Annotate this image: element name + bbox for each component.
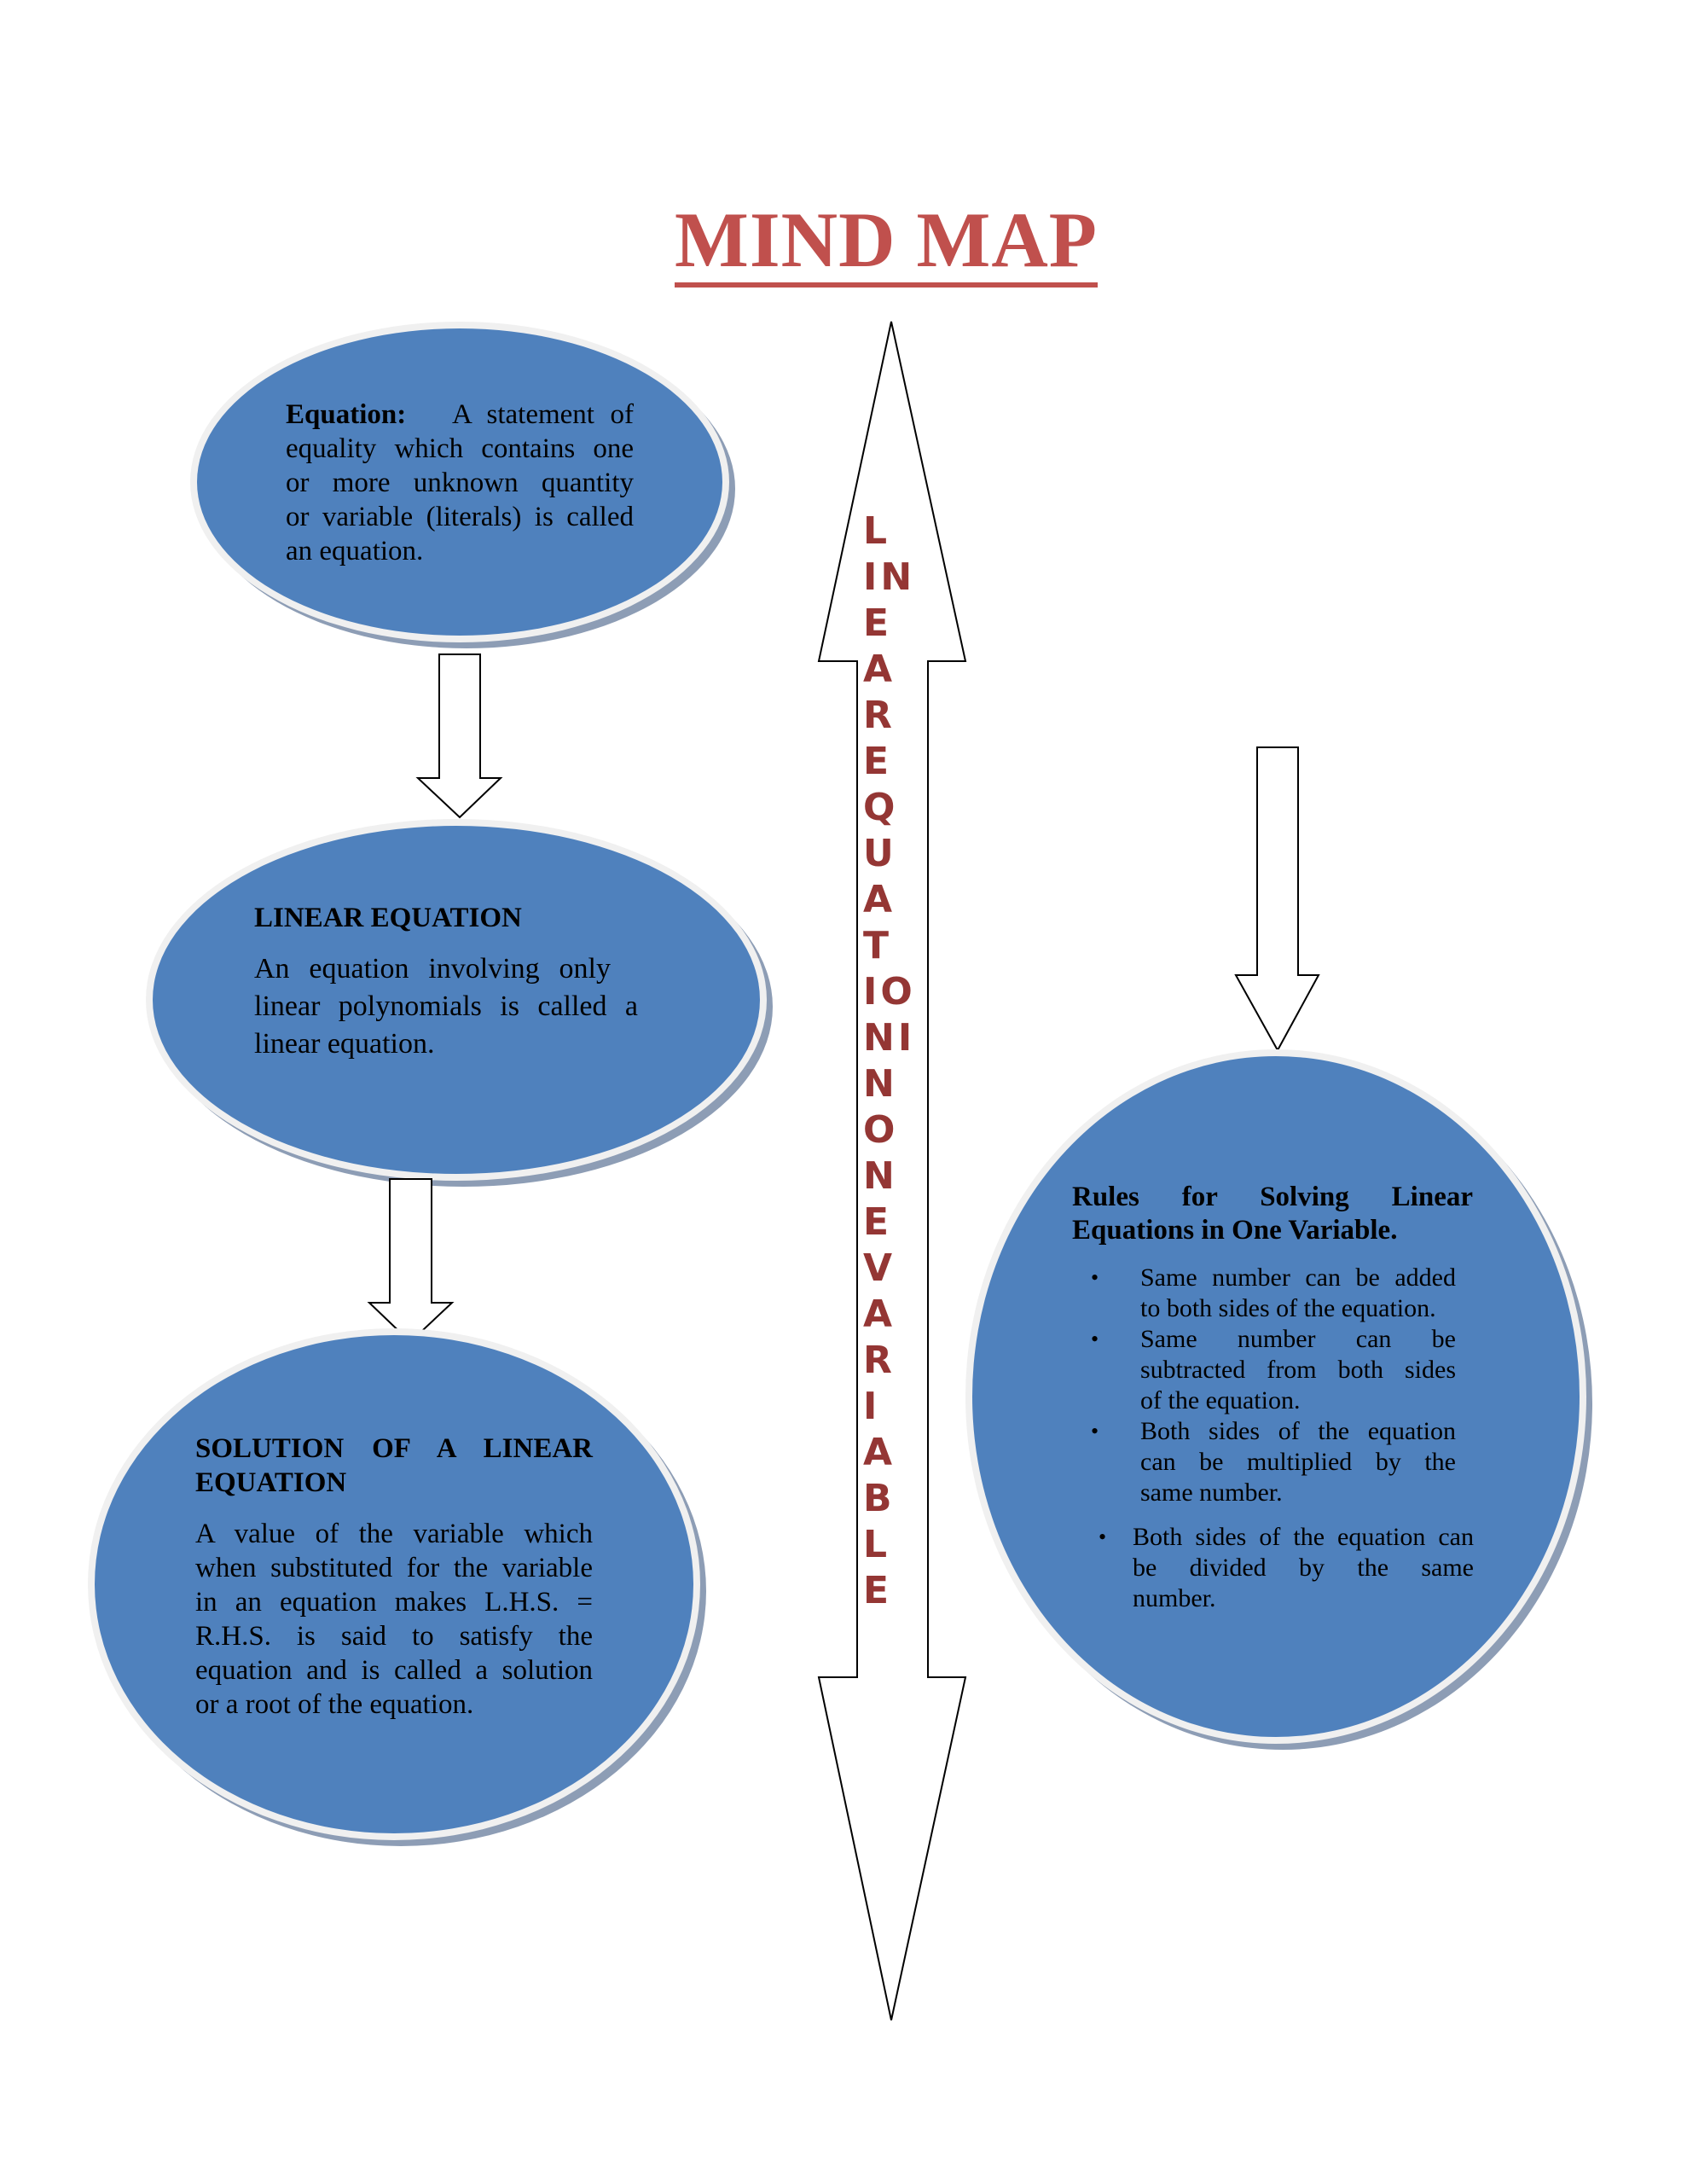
solution-line: when substituted for the variable bbox=[195, 1553, 593, 1583]
equation-line: or more unknown quantity bbox=[286, 468, 634, 498]
bullet-icon: • bbox=[1091, 1265, 1099, 1290]
ellipse-solution bbox=[88, 1328, 706, 1846]
rules-heading: Equations in One Variable. bbox=[1072, 1215, 1398, 1246]
vertical-label-letter: R bbox=[863, 1339, 896, 1382]
rule-line: Both sides of the equation bbox=[1140, 1417, 1456, 1445]
vertical-label-letter: T bbox=[863, 924, 893, 967]
vertical-label-letter: E bbox=[863, 601, 893, 645]
rule-line: same number. bbox=[1140, 1478, 1283, 1507]
linear-equation-line: An equation involving only bbox=[254, 953, 611, 985]
rule-line: Same number can be added bbox=[1140, 1263, 1456, 1292]
arrow-down-1 bbox=[415, 653, 503, 819]
vertical-label-letter: V bbox=[863, 1246, 896, 1290]
vertical-label-letter: E bbox=[863, 1569, 893, 1612]
rule-line: of the equation. bbox=[1140, 1386, 1301, 1414]
ellipse-equation bbox=[190, 322, 735, 648]
equation-line: or variable (literals) is called bbox=[286, 502, 634, 532]
vertical-label-letter: E bbox=[863, 740, 893, 783]
rule-line: Same number can be bbox=[1140, 1325, 1456, 1353]
solution-heading: EQUATION bbox=[195, 1467, 347, 1498]
solution-line: in an equation makes L.H.S. = bbox=[195, 1587, 593, 1618]
rule-line: subtracted from both sides bbox=[1140, 1356, 1456, 1384]
vertical-label-letter: N bbox=[863, 1154, 898, 1198]
vertical-label-letter: A bbox=[863, 1292, 896, 1336]
bullet-icon: • bbox=[1099, 1525, 1107, 1549]
bullet-icon: • bbox=[1091, 1419, 1099, 1443]
bullet-icon: • bbox=[1091, 1327, 1099, 1351]
rule-line: number. bbox=[1133, 1584, 1216, 1612]
vertical-label-letter: O bbox=[863, 1108, 899, 1152]
solution-line: or a root of the equation. bbox=[195, 1689, 474, 1720]
ellipse-rules bbox=[965, 1049, 1592, 1750]
double-arrow bbox=[817, 321, 967, 2021]
vertical-label-letter: A bbox=[863, 878, 896, 921]
vertical-label-letter: IO bbox=[863, 970, 916, 1014]
solution-text: SOLUTION OF A LINEAR EQUATION A value of… bbox=[195, 1432, 593, 1722]
vertical-label-letter: NI bbox=[863, 1016, 916, 1060]
vertical-label-letter: A bbox=[863, 1431, 896, 1474]
page-title: MIND MAP bbox=[0, 195, 1687, 288]
equation-line: an equation. bbox=[286, 536, 424, 566]
rule-line: can be multiplied by the bbox=[1140, 1448, 1456, 1476]
rules-text: Rules for Solving Linear Equations in On… bbox=[1072, 1181, 1474, 1614]
arrow-down-3 bbox=[1234, 746, 1320, 1053]
vertical-label-letter: E bbox=[863, 1200, 893, 1244]
vertical-label-letter: IN bbox=[863, 555, 916, 599]
equation-line: equality which contains one bbox=[286, 433, 634, 464]
vertical-label-letter: R bbox=[863, 694, 896, 737]
linear-equation-text: LINEAR EQUATION An equation involving on… bbox=[254, 899, 638, 1063]
line-text: A statement of bbox=[451, 399, 634, 430]
solution-heading: SOLUTION OF A LINEAR bbox=[195, 1433, 593, 1464]
solution-line: equation and is called a solution bbox=[195, 1655, 593, 1686]
vertical-label-letter: A bbox=[863, 648, 896, 691]
title-text: MIND MAP bbox=[675, 197, 1098, 288]
vertical-label-letter: U bbox=[863, 832, 897, 875]
vertical-label-letter: Q bbox=[863, 786, 899, 829]
vertical-label-letter: B bbox=[863, 1477, 896, 1520]
rules-heading: Rules for Solving Linear bbox=[1072, 1182, 1473, 1212]
solution-line: R.H.S. is said to satisfy the bbox=[195, 1621, 593, 1652]
equation-term: Equation: bbox=[286, 399, 407, 430]
rule-bullet: • Both sides of the equation can be mult… bbox=[1091, 1416, 1456, 1508]
ellipse-linear-equation bbox=[146, 819, 773, 1187]
linear-equation-line: linear polynomials is called a bbox=[254, 990, 638, 1022]
rule-line: be divided by the same bbox=[1133, 1554, 1474, 1582]
rule-bullet: • Both sides of the equation can be divi… bbox=[1099, 1522, 1474, 1614]
equation-line-1: Equation: A statement of bbox=[286, 398, 634, 432]
vertical-label-letter: N bbox=[863, 1062, 898, 1106]
vertical-label-letter: L bbox=[863, 1523, 891, 1566]
arrow-down-2 bbox=[367, 1178, 455, 1344]
vertical-label-letter: I bbox=[863, 1385, 881, 1428]
equation-text: Equation: A statement of equality which … bbox=[286, 398, 634, 568]
linear-equation-heading: LINEAR EQUATION bbox=[254, 903, 522, 933]
rule-bullet: • Same number can be subtracted from bot… bbox=[1091, 1324, 1456, 1416]
rule-line: Both sides of the equation can bbox=[1133, 1523, 1474, 1551]
rule-line: to both sides of the equation. bbox=[1140, 1294, 1436, 1322]
rule-bullet: • Same number can be added to both sides… bbox=[1091, 1263, 1456, 1324]
linear-equation-line: linear equation. bbox=[254, 1028, 435, 1060]
solution-line: A value of the variable which bbox=[195, 1519, 593, 1549]
vertical-label-letter: L bbox=[863, 509, 891, 553]
